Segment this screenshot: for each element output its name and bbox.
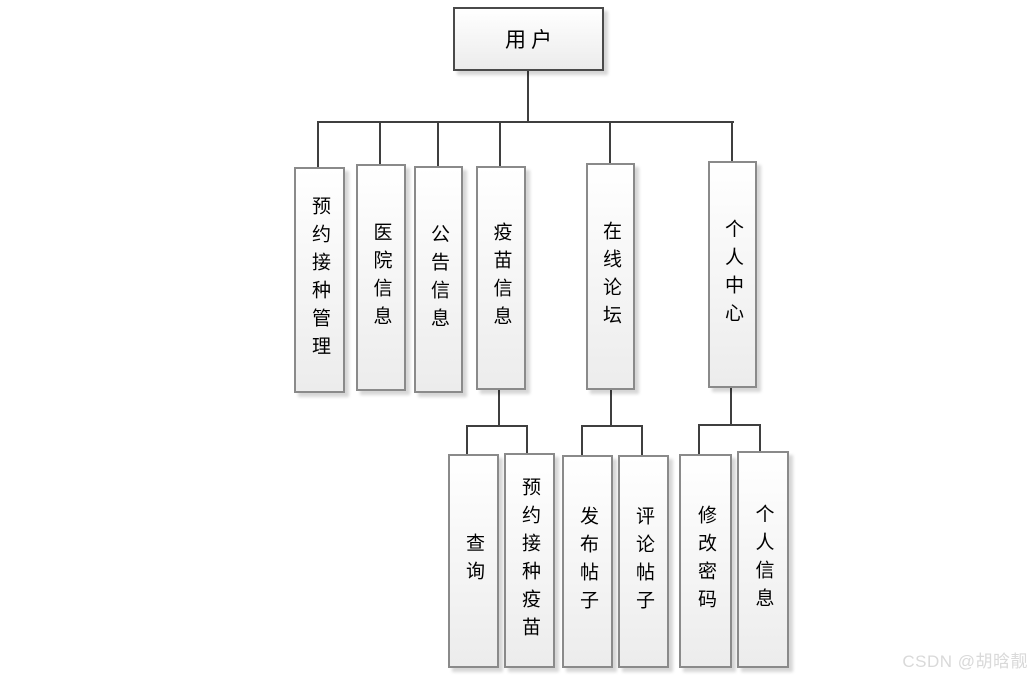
node-vaccine-info: 疫苗信息 — [476, 166, 526, 390]
node-online-forum: 在线论坛 — [586, 163, 635, 390]
connector-drop-hospital-info — [379, 121, 381, 165]
connector-drop-online-forum — [609, 121, 611, 164]
connector-trunk-online-forum — [610, 389, 612, 427]
connector-main-bus — [317, 121, 734, 123]
connector-drop-change-password — [698, 424, 700, 455]
connector-trunk-personal-center — [730, 387, 732, 426]
node-publish-post: 发布帖子 — [562, 455, 613, 668]
node-book-vaccination: 预约接种疫苗 — [504, 453, 555, 668]
connector-drop-query — [466, 425, 468, 455]
node-appointment-management: 预约接种管理 — [294, 167, 345, 393]
node-personal-info: 个人信息 — [737, 451, 789, 668]
connector-drop-book-vaccination — [526, 425, 528, 454]
node-query: 查询 — [448, 454, 499, 668]
connector-drop-appointment-management — [317, 121, 319, 168]
node-personal-center: 个人中心 — [708, 161, 757, 388]
watermark: CSDN @胡晗靓 — [902, 652, 1028, 671]
node-hospital-info: 医院信息 — [356, 164, 406, 391]
connector-root-trunk — [527, 71, 529, 122]
connector-drop-publish-post — [581, 425, 583, 456]
connector-drop-comment-post — [641, 425, 643, 456]
connector-drop-personal-center — [731, 121, 733, 162]
connector-bus-online-forum — [581, 425, 643, 427]
connector-drop-personal-info — [759, 424, 761, 452]
node-user: 用户 — [453, 7, 604, 71]
node-change-password: 修改密码 — [679, 454, 732, 668]
connector-drop-announcement-info — [437, 121, 439, 167]
node-announcement-info: 公告信息 — [414, 166, 463, 393]
connector-trunk-vaccine-info — [498, 389, 500, 427]
connector-bus-vaccine-info — [466, 425, 528, 427]
connector-bus-personal-center — [698, 424, 761, 426]
node-comment-post: 评论帖子 — [618, 455, 669, 668]
connector-drop-vaccine-info — [499, 121, 501, 167]
